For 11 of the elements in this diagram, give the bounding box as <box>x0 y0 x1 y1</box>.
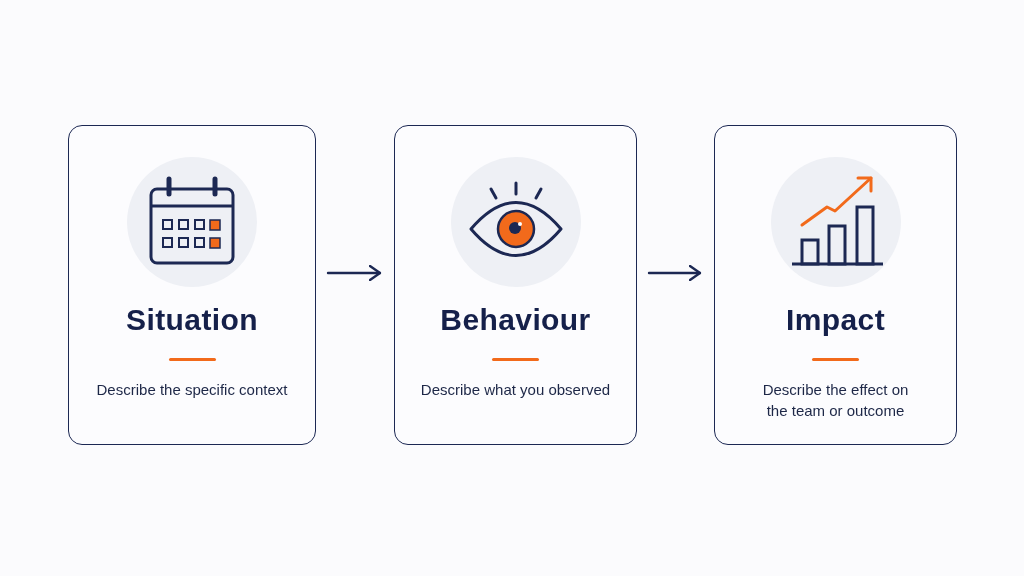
step-description: Describe the effect on the team or outcome <box>761 380 910 421</box>
step-description: Describe the specific context <box>96 380 288 400</box>
step-card <box>394 125 637 445</box>
step-title: Impact <box>785 302 886 338</box>
step-title: Behaviour <box>440 302 591 338</box>
arrow <box>326 264 382 282</box>
step-card <box>68 125 316 445</box>
step-description: Describe what you observed <box>420 380 611 400</box>
step-card <box>714 125 957 445</box>
step-title: Situation <box>126 302 258 338</box>
arrow <box>647 264 702 282</box>
